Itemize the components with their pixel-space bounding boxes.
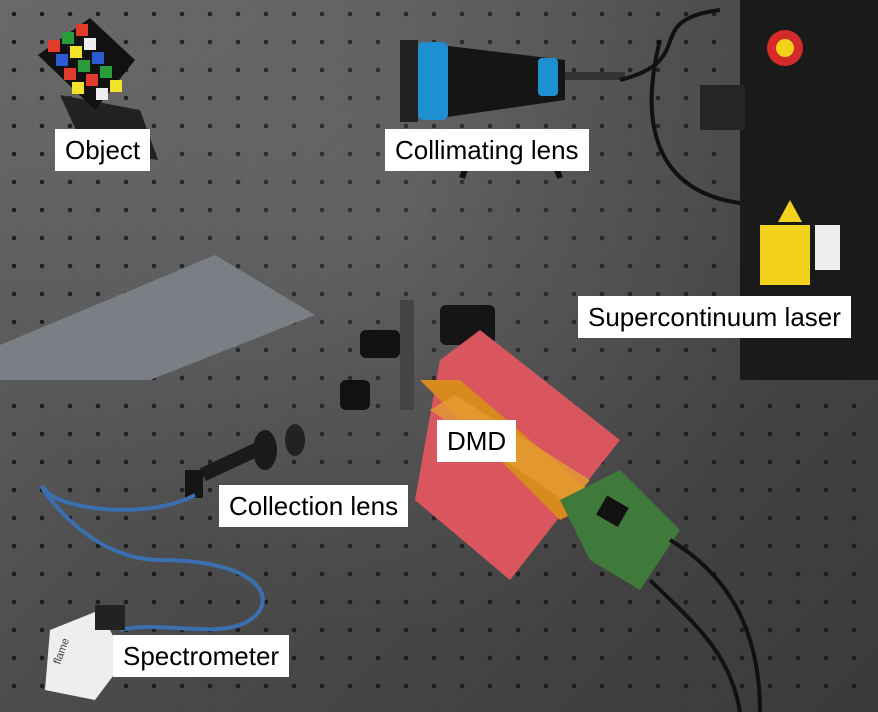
dmd-controller-board — [560, 470, 680, 590]
collimating-lens-assembly — [400, 40, 625, 180]
label-object: Object — [55, 129, 151, 171]
label-spectrometer: Spectrometer — [113, 635, 290, 677]
light-shield-panel — [0, 255, 315, 380]
spectrometer-device: flame — [45, 605, 125, 700]
label-dmd: DMD — [437, 420, 517, 462]
label-collimating-lens: Collimating lens — [385, 129, 589, 171]
label-collection-lens: Collection lens — [219, 485, 409, 527]
dmd-mounts — [340, 300, 495, 410]
label-supercontinuum-laser: Supercontinuum laser — [578, 296, 851, 338]
collection-lens-posts — [185, 424, 305, 498]
